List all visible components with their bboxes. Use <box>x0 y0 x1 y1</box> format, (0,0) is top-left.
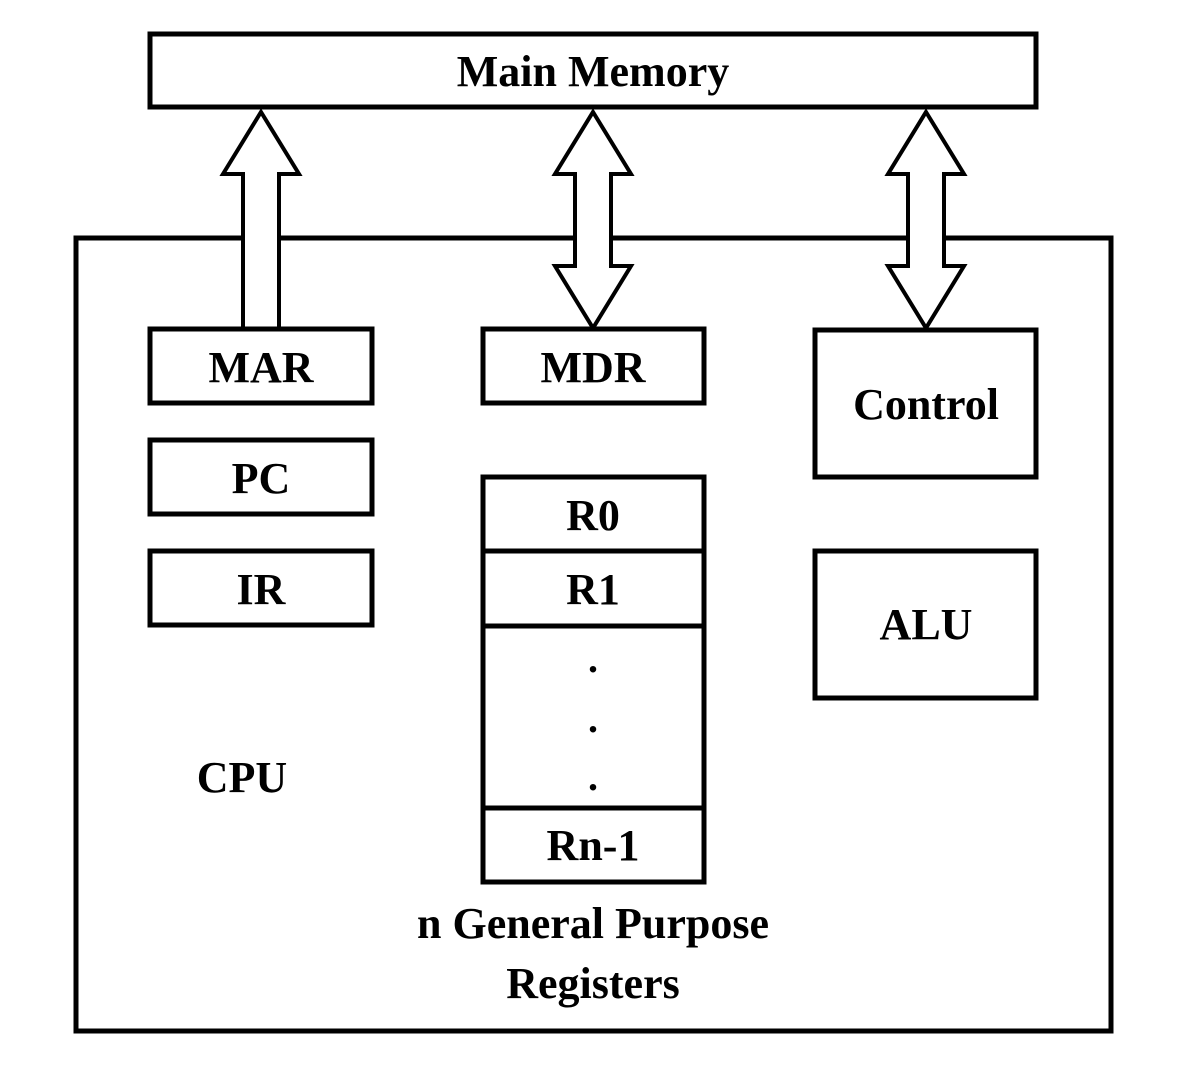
mar-to-memory-arrow <box>219 108 303 332</box>
ir-label: IR <box>237 565 287 614</box>
cpu-label: CPU <box>197 753 287 802</box>
gpr-stack: R0 R1 . . . Rn-1 <box>480 474 707 885</box>
ellipsis-dot-2: . <box>588 696 598 741</box>
alu-unit: ALU <box>812 548 1039 701</box>
rn-label: Rn-1 <box>547 821 640 870</box>
control-unit: Control <box>812 327 1039 480</box>
mdr-label: MDR <box>540 343 646 392</box>
gpr-caption-line2: Registers <box>506 959 680 1008</box>
control-memory-arrow <box>884 108 968 332</box>
mdr-memory-arrow <box>551 108 635 332</box>
control-label: Control <box>853 380 999 429</box>
r1-label: R1 <box>566 565 620 614</box>
alu-label: ALU <box>880 600 973 649</box>
ir-register: IR <box>147 548 375 628</box>
r0-label: R0 <box>566 491 620 540</box>
mar-register: MAR <box>147 326 375 406</box>
pc-label: PC <box>232 454 291 503</box>
gpr-caption-line1: n General Purpose <box>417 899 769 948</box>
ellipsis-dot-3: . <box>588 754 598 799</box>
main-memory-label: Main Memory <box>457 47 729 96</box>
main-memory-box: Main Memory <box>147 31 1039 110</box>
ellipsis-dot-1: . <box>588 636 598 681</box>
mar-label: MAR <box>208 343 314 392</box>
pc-register: PC <box>147 437 375 517</box>
mdr-register: MDR <box>480 326 707 406</box>
